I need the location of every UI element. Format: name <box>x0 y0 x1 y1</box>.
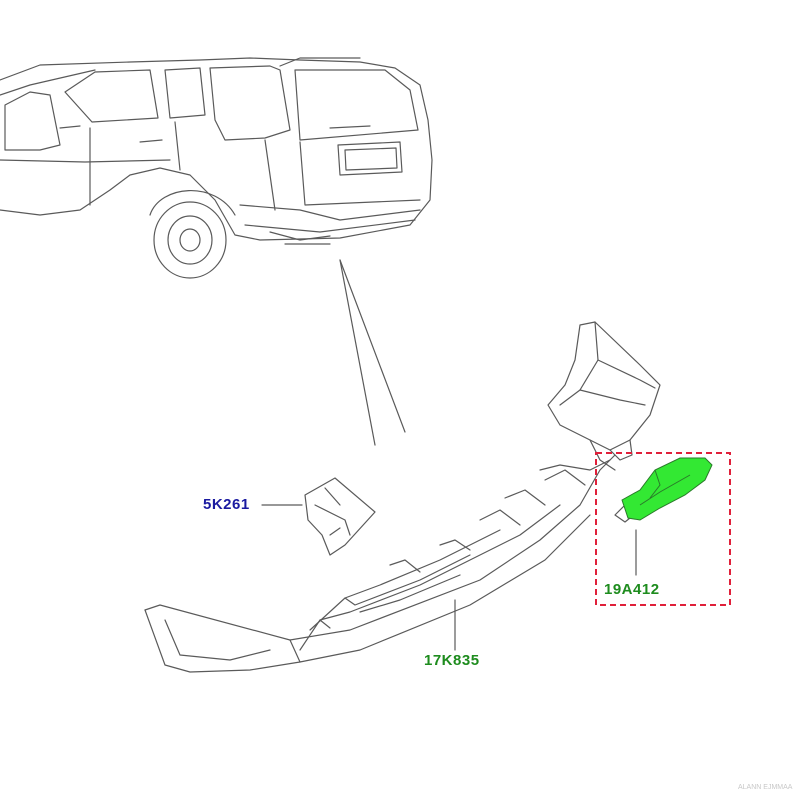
watermark: ALANN EJMMAA <box>738 784 793 791</box>
highlight-box <box>595 452 731 606</box>
vehicle-rear-view <box>0 57 433 279</box>
bracket-part <box>304 477 376 556</box>
callout-17k835: 17K835 <box>424 652 480 669</box>
callout-5k261: 5K261 <box>203 496 250 513</box>
corner-cap-part <box>547 321 661 471</box>
vehicle-leader-lines <box>339 259 406 446</box>
highlighted-part <box>621 457 713 521</box>
callout-19a412: 19A412 <box>604 581 660 598</box>
bumper-part <box>144 454 616 673</box>
